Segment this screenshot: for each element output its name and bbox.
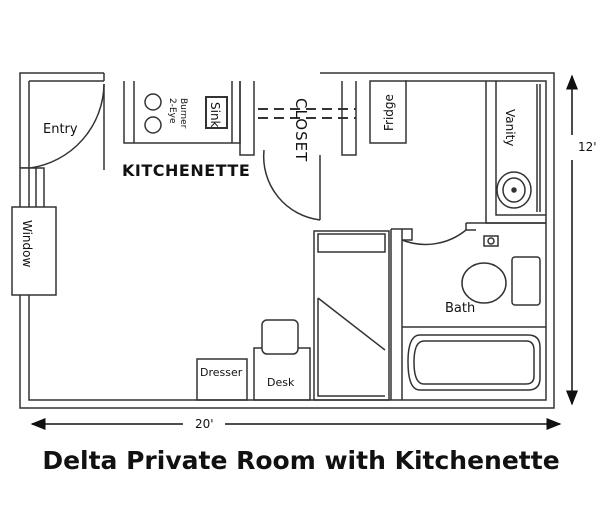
fridge-label: Fridge: [382, 94, 396, 131]
burner-label-text: 2-Eye: [167, 98, 177, 124]
burner-label-line2: Burner: [178, 98, 188, 129]
burner-icon: [144, 93, 162, 111]
bathtub-icon: [407, 334, 541, 391]
closet-label: CLOSET: [292, 98, 310, 162]
width-dimension-label: 20': [195, 417, 214, 431]
desk-icon: [253, 319, 311, 401]
desk-label: Desk: [267, 376, 295, 389]
burner-icon: [144, 116, 162, 134]
burner-label: 2-Eye Burner: [167, 98, 188, 129]
dresser-label: Dresser: [200, 366, 243, 379]
height-dimension-label: 12': [578, 140, 597, 154]
sink-icon: [205, 96, 228, 129]
kitchenette-label: KITCHENETTE: [122, 161, 250, 180]
closet-area: [239, 81, 357, 221]
window-label: Window: [20, 220, 34, 268]
bath-walls: [390, 81, 546, 400]
vanity-sink-icon: [496, 171, 532, 209]
fridge-unit: [369, 80, 407, 144]
bed-icon: [313, 230, 390, 401]
outer-walls: [19, 72, 555, 409]
floor-plan: Entry KITCHENETTE Sink 2-Eye Burner CLOS…: [11, 72, 597, 431]
entry-label: Entry: [43, 122, 78, 137]
sink-label: Sink: [208, 102, 222, 128]
vanity-label: Vanity: [503, 109, 517, 146]
page-title: Delta Private Room with Kitchenette: [42, 446, 560, 475]
entry-door: [29, 83, 105, 170]
bath-label: Bath: [445, 301, 475, 316]
toilet-icon: [461, 235, 541, 306]
dresser-icon: [196, 358, 248, 401]
dimension-lines: [30, 74, 578, 430]
window-frame: [11, 167, 57, 296]
